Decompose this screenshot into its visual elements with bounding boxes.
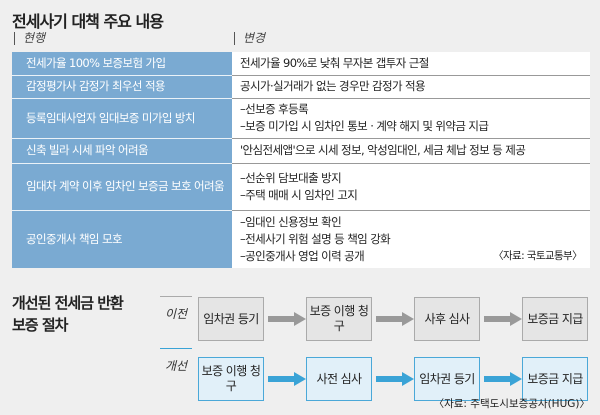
table-row: 공인중개사 책임 모호 –임대인 신용정보 확인 –전세사기 위험 설명 등 책임 … bbox=[12, 210, 590, 268]
before-step-box: 사후 심사 bbox=[414, 297, 480, 341]
flow-title: 개선된 전세금 반환 보증 절차 bbox=[12, 292, 124, 336]
after-step-box: 사전 심사 bbox=[306, 357, 372, 401]
arrow-right-icon bbox=[268, 312, 306, 326]
current-cell: 임대차 계약 이후 임차인 보증금 보호 어려움 bbox=[12, 163, 232, 211]
arrow-right-icon bbox=[376, 312, 414, 326]
changed-cell: –선순위 담보대출 방지 –주택 매매 시 임차인 고지 bbox=[232, 163, 590, 211]
arrow-right-icon bbox=[484, 372, 522, 386]
column-header-current: 현행 bbox=[14, 32, 45, 45]
changed-cell: 전세가율 90%로 낮춰 무자본 갭투자 근절 bbox=[232, 52, 590, 76]
table-row: 임대차 계약 이후 임차인 보증금 보호 어려움 –선순위 담보대출 방지 –주택 … bbox=[12, 163, 590, 211]
changed-line: 공시가·실거래가 없는 경우만 감정가 적용 bbox=[240, 79, 426, 93]
after-step-box: 보증 이행 청구 bbox=[198, 357, 264, 401]
after-step-box: 보증금 지급 bbox=[522, 357, 588, 401]
changed-line: –보증 미가입 시 임차인 통보 · 계약 해지 및 위약금 지급 bbox=[240, 119, 489, 133]
changed-line: '안심전세앱'으로 시세 정보, 악성임대인, 세금 체납 정보 등 제공 bbox=[240, 143, 526, 157]
source-molit: 〈자료: 국토교통부〉 bbox=[493, 249, 583, 262]
changed-cell: –임대인 신용정보 확인 –전세사기 위험 설명 등 책임 강화 〈자료: 국토교통… bbox=[232, 210, 590, 268]
arrow-right-icon bbox=[268, 372, 306, 386]
after-step-box: 임차권 등기 bbox=[414, 357, 480, 401]
before-step-box: 보증 이행 청구 bbox=[306, 297, 372, 341]
changed-line: 〈자료: 국토교통부〉 –공인중개사 영업 이력 공개 bbox=[240, 248, 583, 265]
changed-line: –선보증 후등록 bbox=[240, 102, 309, 116]
changed-cell: –선보증 후등록 –보증 미가입 시 임차인 통보 · 계약 해지 및 위약금 지… bbox=[232, 98, 590, 139]
before-step-box: 임차권 등기 bbox=[198, 297, 264, 341]
flow-title-line2: 보증 절차 bbox=[12, 316, 68, 334]
measures-table: 전세가율 100% 보증보험 가입 전세가율 90%로 낮춰 무자본 갭투자 근절… bbox=[12, 52, 590, 268]
changed-cell: 공시가·실거래가 없는 경우만 감정가 적용 bbox=[232, 75, 590, 99]
changed-line: –임대인 신용정보 확인 bbox=[240, 214, 342, 229]
changed-text: –공인중개사 영업 이력 공개 bbox=[240, 248, 365, 263]
arrow-right-icon bbox=[376, 372, 414, 386]
current-cell: 신축 빌라 시세 파악 어려움 bbox=[12, 138, 232, 164]
current-cell: 감정평가사 감정가 최우선 적용 bbox=[12, 75, 232, 99]
source-hug: 〈자료: 주택도시보증공사(HUG)〉 bbox=[433, 398, 590, 410]
column-header-changed: 변경 bbox=[234, 32, 265, 45]
table-row: 등록임대사업자 임대보증 미가입 방치 –선보증 후등록 –보증 미가입 시 임차인… bbox=[12, 98, 590, 139]
table-row: 감정평가사 감정가 최우선 적용 공시가·실거래가 없는 경우만 감정가 적용 bbox=[12, 75, 590, 99]
arrow-right-icon bbox=[484, 312, 522, 326]
current-cell: 공인중개사 책임 모호 bbox=[12, 210, 232, 268]
before-step-box: 보증금 지급 bbox=[522, 297, 588, 341]
flow-title-line1: 개선된 전세금 반환 bbox=[12, 294, 124, 312]
changed-line: –선순위 담보대출 방지 bbox=[240, 170, 342, 185]
table-row: 신축 빌라 시세 파악 어려움 '안심전세앱'으로 시세 정보, 악성임대인, 세… bbox=[12, 138, 590, 164]
before-label: 이전 bbox=[160, 296, 192, 322]
changed-cell: '안심전세앱'으로 시세 정보, 악성임대인, 세금 체납 정보 등 제공 bbox=[232, 138, 590, 164]
changed-line: 전세가율 90%로 낮춰 무자본 갭투자 근절 bbox=[240, 55, 429, 70]
table-row: 전세가율 100% 보증보험 가입 전세가율 90%로 낮춰 무자본 갭투자 근절 bbox=[12, 52, 590, 76]
page-title: 전세사기 대책 주요 내용 bbox=[12, 12, 164, 31]
changed-line: –주택 매매 시 임차인 고지 bbox=[240, 187, 358, 202]
changed-line: –전세사기 위험 설명 등 책임 강화 bbox=[240, 231, 391, 246]
after-label: 개선 bbox=[160, 348, 192, 374]
current-cell: 등록임대사업자 임대보증 미가입 방치 bbox=[12, 98, 232, 139]
current-cell: 전세가율 100% 보증보험 가입 bbox=[12, 52, 232, 76]
